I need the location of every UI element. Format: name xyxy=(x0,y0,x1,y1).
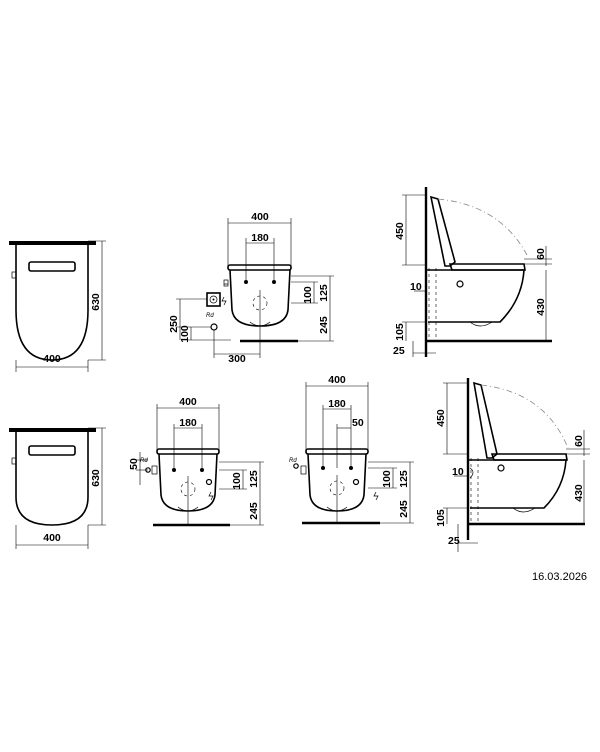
width-50-label: 50 xyxy=(352,417,364,429)
control-panel xyxy=(28,445,76,456)
lid-swing-arc xyxy=(437,198,528,256)
height-100-left-label: 100 xyxy=(179,325,191,343)
valve-icon xyxy=(210,323,218,331)
width-label: 400 xyxy=(43,353,61,365)
width-label: 400 xyxy=(251,211,269,223)
valve-icon xyxy=(352,478,360,486)
side-knob xyxy=(11,457,17,465)
seat-lid xyxy=(156,448,220,455)
height-105-label: 105 xyxy=(394,323,406,341)
depth-label: 630 xyxy=(90,469,102,487)
lid-swing-arc xyxy=(480,384,569,449)
power-symbol-icon xyxy=(373,491,379,501)
height-60-label: 60 xyxy=(535,248,547,260)
offset-10-label: 10 xyxy=(410,281,422,293)
socket-icon xyxy=(206,292,221,307)
valve-icon xyxy=(497,464,505,472)
height-100-label: 100 xyxy=(231,472,243,490)
front-view-1: 400 180 Rd 250 100 3 xyxy=(168,211,334,365)
wall-plate xyxy=(9,241,96,245)
bowl-outline xyxy=(15,245,89,361)
valve-icon xyxy=(456,280,464,288)
height-245-label: 245 xyxy=(398,500,410,518)
inner-width-label: 180 xyxy=(328,398,346,410)
front-view-2: 400 180 Rd 50 100 125 245 xyxy=(128,396,264,527)
width-300-label: 300 xyxy=(228,353,246,365)
height-50-label: 50 xyxy=(128,458,140,470)
bowl-side-outline xyxy=(426,269,525,323)
offset-10-label: 10 xyxy=(452,466,464,478)
seat xyxy=(490,453,568,461)
height-100-label: 100 xyxy=(302,286,314,304)
height-245-label: 245 xyxy=(318,316,330,334)
height-430-label: 430 xyxy=(535,298,547,316)
width-25-label: 25 xyxy=(393,345,405,357)
height-245-label: 245 xyxy=(248,502,260,520)
fitting-label: Rd xyxy=(140,458,148,464)
height-125-label: 125 xyxy=(398,470,410,488)
fitting-label: Rd xyxy=(289,458,297,464)
height-450-label: 450 xyxy=(394,222,406,240)
inner-width-label: 180 xyxy=(179,417,197,429)
bowl-outline xyxy=(15,432,89,526)
seat-lid xyxy=(227,264,292,271)
side-knob xyxy=(223,279,229,287)
height-105-label: 105 xyxy=(435,509,447,527)
lid-raised xyxy=(429,195,456,267)
side-view-2: 450 10 105 25 60 430 xyxy=(435,378,590,552)
height-125-label: 125 xyxy=(248,470,260,488)
front-view-3: 400 180 50 Rd 100 125 245 xyxy=(289,374,414,525)
height-100-label: 100 xyxy=(381,470,393,488)
width-25-label: 25 xyxy=(448,535,460,547)
height-250-label: 250 xyxy=(168,315,180,333)
power-symbol-icon xyxy=(208,491,214,501)
seat-lid xyxy=(305,448,369,455)
lid-raised xyxy=(472,381,498,459)
drawing-date: 16.03.2026 xyxy=(532,571,588,583)
fitting-label: Rd xyxy=(206,313,214,319)
inner-width-label: 180 xyxy=(251,232,269,244)
top-plan-view-1: 630 400 xyxy=(9,240,106,372)
width-label: 400 xyxy=(43,532,61,544)
control-panel xyxy=(28,261,76,272)
valve-icon xyxy=(205,478,213,486)
height-60-label: 60 xyxy=(573,435,585,447)
seat xyxy=(448,263,526,271)
bowl-side-outline xyxy=(468,459,567,509)
height-450-label: 450 xyxy=(435,409,447,427)
height-125-label: 125 xyxy=(318,284,330,302)
width-label: 400 xyxy=(328,374,346,386)
side-knob xyxy=(300,465,307,475)
power-symbol-icon xyxy=(221,296,227,306)
height-430-label: 430 xyxy=(573,484,585,502)
side-knob xyxy=(11,271,17,279)
side-view-1: 450 10 105 25 60 430 xyxy=(393,187,552,357)
width-label: 400 xyxy=(179,396,197,408)
side-knob xyxy=(151,465,158,475)
top-plan-view-2: 630 400 xyxy=(9,427,106,549)
depth-label: 630 xyxy=(90,293,102,311)
